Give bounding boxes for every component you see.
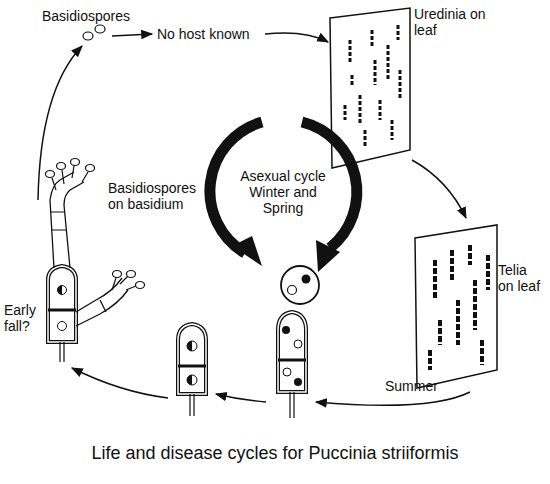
cycle-label: Asexual cycle Winter and Spring xyxy=(233,168,333,216)
urediniospore xyxy=(281,266,319,304)
cycle-label: Summer xyxy=(385,378,455,394)
cycle-label: Early fall? xyxy=(4,302,46,334)
cycle-label: Basidiospores xyxy=(42,8,152,24)
figure-caption: Life and disease cycles for Puccinia str… xyxy=(91,442,458,464)
cycle-label: Basidiospores on basidium xyxy=(108,180,208,212)
cycle-label: No host known xyxy=(157,26,267,42)
cycle-label: Uredinia on leaf xyxy=(414,6,486,38)
asexual-cycle-arrows xyxy=(210,122,357,272)
cycle-arrows xyxy=(38,33,470,405)
cycle-label: Telia on leaf xyxy=(498,262,546,294)
teliospore xyxy=(278,312,306,418)
diploid-teliospore xyxy=(178,324,206,416)
telia-leaf xyxy=(415,225,497,388)
free-basidiospores xyxy=(83,25,105,40)
